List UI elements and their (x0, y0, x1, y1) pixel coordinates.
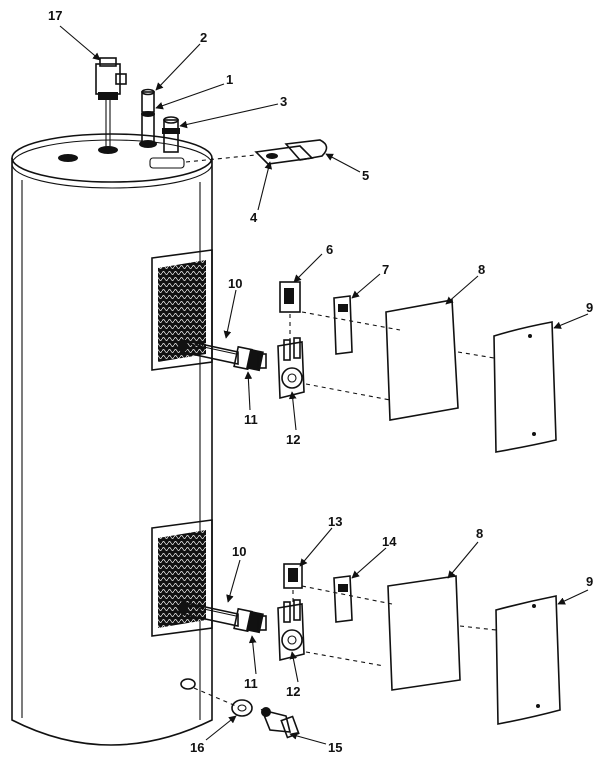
leader-lines (59, 25, 589, 745)
lower-thermostat (283, 563, 303, 602)
junction-plate (185, 139, 328, 165)
callout-4: 4 (250, 210, 258, 225)
callout-17: 17 (48, 8, 62, 23)
upper-dash-line-b (305, 383, 391, 401)
upper-thermostat (279, 281, 301, 340)
drain-valve (260, 707, 300, 739)
callout-8-lower: 8 (476, 526, 483, 541)
lower-heating-element (178, 601, 267, 634)
drain-gasket (231, 699, 253, 717)
callout-16: 16 (190, 740, 204, 755)
outlet-nipple (162, 116, 180, 153)
upper-dash-line-c (457, 351, 495, 359)
lower-dash-line-b (305, 651, 385, 667)
callout-8-upper: 8 (478, 262, 485, 277)
upper-limit-switch (333, 295, 353, 355)
upper-insulation-pad (385, 299, 459, 421)
relief-valve (95, 57, 127, 150)
lower-thermostat-bracket (277, 599, 305, 662)
upper-access-cover (493, 321, 557, 453)
callout-11-upper: 11 (244, 412, 258, 427)
callout-15: 15 (328, 740, 342, 755)
lower-insulation-pad (387, 575, 461, 691)
tank-body (11, 133, 213, 746)
upper-heating-element (178, 339, 267, 372)
tank-top-openings (58, 140, 185, 169)
callout-14: 14 (382, 534, 397, 549)
callout-9-upper: 9 (586, 300, 593, 315)
lower-limit-bracket (333, 575, 353, 623)
callout-12-upper: 12 (286, 432, 300, 447)
callout-13: 13 (328, 514, 342, 529)
lower-access-opening (151, 519, 213, 637)
drain-opening (180, 678, 196, 690)
upper-dash-line-a (301, 311, 401, 331)
callout-10-lower: 10 (232, 544, 246, 559)
lower-access-cover (495, 595, 561, 725)
callout-6: 6 (326, 242, 333, 257)
callout-2: 2 (200, 30, 207, 45)
inlet-nipple (141, 88, 155, 145)
callout-12-lower: 12 (286, 684, 300, 699)
callout-1: 1 (226, 72, 233, 87)
callout-9-lower: 9 (586, 574, 593, 589)
callout-5: 5 (362, 168, 369, 183)
upper-access-opening (151, 249, 213, 371)
upper-thermostat-bracket (277, 337, 305, 400)
callout-3: 3 (280, 94, 287, 109)
callout-10-upper: 10 (228, 276, 242, 291)
callout-11-lower: 11 (244, 676, 258, 691)
callout-7: 7 (382, 262, 389, 277)
lower-dash-line-c (459, 625, 497, 631)
